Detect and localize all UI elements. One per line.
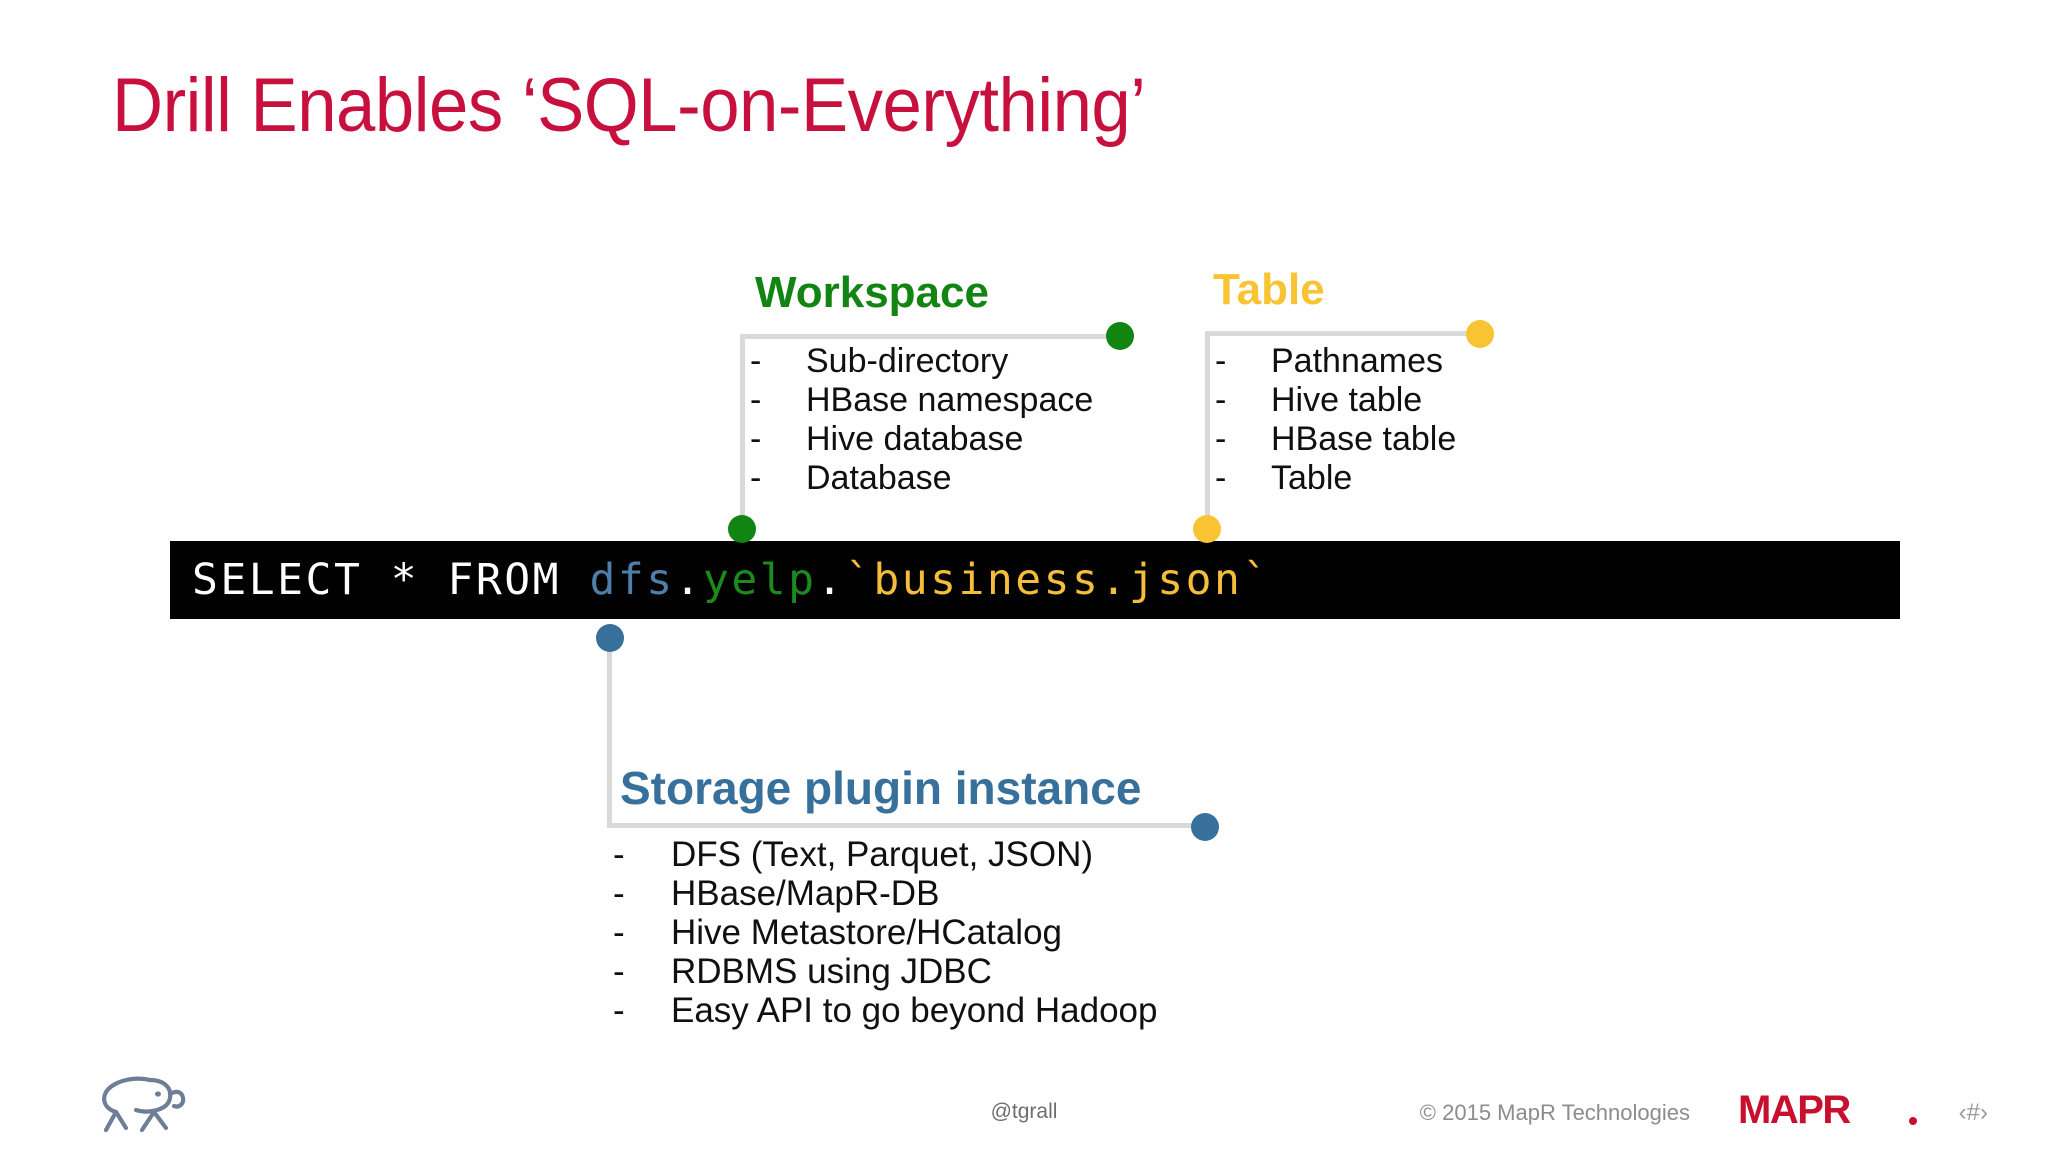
bullet-marker: - [613, 952, 625, 991]
bullet-marker: - [750, 381, 762, 419]
footer-copyright: © 2015 MapR Technologies [1419, 1100, 1690, 1125]
list-item-label: Easy API to go beyond Hadoop [671, 991, 1158, 1030]
workspace-connector-top-line [740, 334, 1120, 339]
bullet-marker: - [1215, 342, 1227, 380]
list-item-label: RDBMS using JDBC [671, 952, 992, 991]
storage-connector-bottom-line [607, 823, 1204, 828]
bullet-marker: - [1215, 420, 1227, 458]
storage-connector-left-line [607, 636, 612, 828]
list-item-label: Hive table [1271, 381, 1423, 419]
list-item: - HBase/MapR-DB [613, 874, 1157, 913]
svg-text:MAPR: MAPR [1738, 1088, 1851, 1132]
list-item: - Sub-directory [750, 342, 1093, 381]
callout-heading-storage: Storage plugin instance [620, 762, 1142, 814]
list-item-label: Sub-directory [806, 342, 1009, 380]
list-item: - DFS (Text, Parquet, JSON) [613, 835, 1157, 874]
list-item: - Pathnames [1215, 342, 1456, 381]
sql-token-plugin: dfs [589, 555, 675, 605]
sql-token-separator-1: . [674, 555, 703, 605]
bullet-marker: - [613, 991, 625, 1030]
footer-page-number: ‹#› [1958, 1099, 1988, 1126]
list-item-label: DFS (Text, Parquet, JSON) [671, 835, 1094, 874]
page-title: Drill Enables ‘SQL-on-Everything’ [112, 63, 1146, 148]
hadoop-elephant-icon [78, 1068, 200, 1136]
bullet-marker: - [613, 874, 625, 913]
callout-heading-workspace: Workspace [755, 268, 989, 317]
list-item-label: HBase/MapR-DB [671, 874, 940, 913]
bullet-marker: - [613, 913, 625, 952]
list-item: - HBase table [1215, 420, 1456, 459]
table-connector-dot-top [1466, 320, 1494, 348]
bullet-marker: - [613, 835, 625, 874]
sql-code-line: SELECT * FROM dfs.yelp.`business.json` [192, 555, 1271, 605]
callout-list-table: - Pathnames - Hive table - HBase table -… [1215, 342, 1456, 498]
list-item: - RDBMS using JDBC [613, 952, 1157, 991]
mapr-logo: MAPR [1738, 1088, 1928, 1132]
bullet-marker: - [750, 342, 762, 380]
table-connector-dot-bottom [1193, 515, 1221, 543]
bullet-marker: - [750, 420, 762, 458]
list-item-label: Hive Metastore/HCatalog [671, 913, 1062, 952]
list-item-label: Database [806, 459, 952, 497]
sql-token-table: `business.json` [844, 555, 1271, 605]
list-item: - Hive table [1215, 381, 1456, 420]
list-item: - Hive Metastore/HCatalog [613, 913, 1157, 952]
sql-code-bar: SELECT * FROM dfs.yelp.`business.json` [170, 541, 1900, 619]
callout-list-workspace: - Sub-directory - HBase namespace - Hive… [750, 342, 1093, 498]
list-item-label: Pathnames [1271, 342, 1443, 380]
bullet-marker: - [750, 459, 762, 497]
list-item-label: HBase namespace [806, 381, 1094, 419]
list-item: - Hive database [750, 420, 1093, 459]
workspace-connector-left-line [740, 334, 745, 530]
list-item-label: Hive database [806, 420, 1024, 458]
list-item: - Database [750, 459, 1093, 498]
callout-list-storage: - DFS (Text, Parquet, JSON) - HBase/MapR… [613, 835, 1157, 1030]
workspace-connector-dot-top [1106, 322, 1134, 350]
storage-connector-dot-top [596, 624, 624, 652]
sql-token-workspace: yelp [703, 555, 817, 605]
bullet-marker: - [1215, 381, 1227, 419]
callout-heading-table: Table [1213, 265, 1325, 314]
table-connector-top-line [1205, 331, 1480, 336]
list-item: - HBase namespace [750, 381, 1093, 420]
list-item: - Easy API to go beyond Hadoop [613, 991, 1157, 1030]
footer-handle: @tgrall [990, 1100, 1058, 1123]
table-connector-left-line [1205, 331, 1210, 529]
list-item-label: Table [1271, 459, 1353, 497]
storage-connector-dot-bottom [1191, 813, 1219, 841]
sql-token-keyword: SELECT * FROM [192, 555, 590, 605]
workspace-connector-dot-bottom [728, 515, 756, 543]
list-item-label: HBase table [1271, 420, 1457, 458]
sql-token-separator-2: . [816, 555, 845, 605]
bullet-marker: - [1215, 459, 1227, 497]
list-item: - Table [1215, 459, 1456, 498]
